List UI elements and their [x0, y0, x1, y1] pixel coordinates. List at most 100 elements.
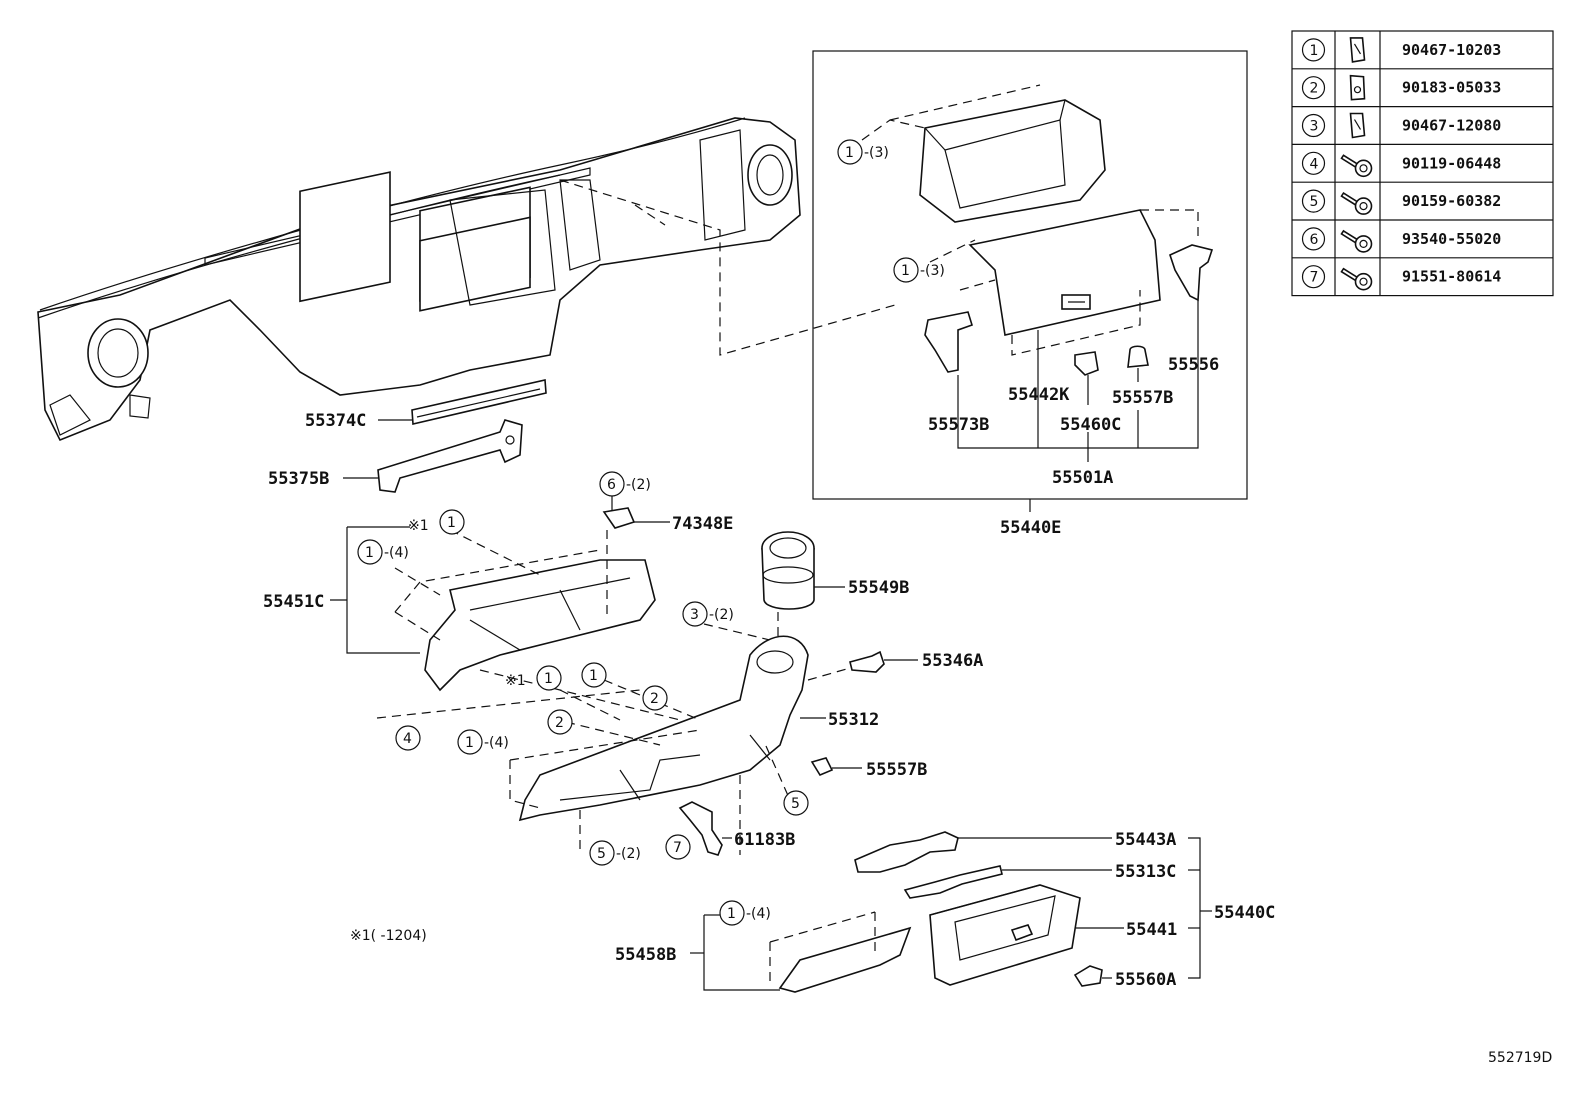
upper-compartment-drawing: [919, 99, 1106, 223]
callout-circle: [1301, 76, 1326, 100]
part-55375B-drawing: [377, 419, 523, 493]
bolt-icon: [1340, 154, 1373, 178]
hinge-left-drawing: [924, 311, 973, 373]
label-55549B: 55549B: [848, 578, 909, 598]
fastener-number: 7: [1310, 270, 1319, 286]
callout-quantity: -(4): [484, 735, 509, 751]
bracket-55313C-drawing: [903, 865, 1003, 899]
fastener-part-number: 90159-60382: [1402, 192, 1501, 210]
callout-circle: [1301, 227, 1326, 251]
latch-55560A-drawing: [1073, 965, 1103, 987]
fastener-row: 4 90119-06448: [1301, 151, 1501, 178]
fastener-part-number: 90467-12080: [1402, 117, 1501, 135]
callout-quantity: -(4): [384, 545, 409, 561]
label-55374C: 55374C: [305, 411, 366, 431]
callout-number: 4: [403, 731, 412, 747]
label-55312: 55312: [828, 710, 879, 730]
callout-number: 1: [589, 668, 598, 684]
callout-circle: [1301, 189, 1326, 213]
callout-circle: [1301, 113, 1326, 138]
label-61183B: 61183B: [734, 830, 795, 850]
label-55460C: 55460C: [1060, 415, 1121, 435]
callout-circle: [1301, 151, 1326, 175]
callout-number: 7: [673, 840, 682, 856]
lower-panel-55451C-drawing: [424, 559, 656, 692]
callout-number: 1: [447, 515, 456, 531]
panel-55458B-drawing: [778, 926, 912, 993]
footnote: ※1( -1204): [350, 928, 427, 944]
clip-55442K-drawing: [1074, 351, 1099, 376]
fastener-number: 2: [1310, 81, 1319, 97]
fastener-row: 2 90183-05033: [1301, 74, 1501, 101]
callout-number: 5: [597, 846, 606, 862]
label-55501A: 55501A: [1052, 468, 1113, 488]
fastener-part-number: 90467-10203: [1402, 41, 1501, 59]
label-55443A: 55443A: [1115, 830, 1176, 850]
fastener-part-number: 90183-05033: [1402, 79, 1501, 97]
label-55440E: 55440E: [1000, 518, 1061, 538]
fastener-part-number: 93540-55020: [1402, 230, 1501, 248]
callout-number: 1: [365, 545, 374, 561]
callout-quantity: -(2): [616, 846, 641, 862]
bracket-61183B-drawing: [678, 801, 723, 856]
clip-icon: [1349, 112, 1366, 139]
callout-circle: [893, 257, 919, 283]
callout-number: 1: [845, 145, 854, 161]
callout-circle: [1301, 265, 1326, 289]
note-mark: ※1: [408, 518, 429, 534]
label-55313C: 55313C: [1115, 862, 1176, 882]
callout-circle: [837, 139, 863, 165]
instrument-panel-drawing: [37, 117, 801, 442]
fastener-row: 6 93540-55020: [1301, 227, 1501, 253]
glove-box-55441-drawing: [929, 884, 1081, 986]
upper-door-drawing: [968, 209, 1161, 336]
fastener-number: 6: [1310, 232, 1319, 248]
cup-holder-55549B-drawing: [761, 531, 815, 610]
callout-number: 1: [901, 263, 910, 279]
label-55375B: 55375B: [268, 469, 329, 489]
label-55556: 55556: [1168, 355, 1219, 375]
fastener-part-number: 90119-06448: [1402, 154, 1501, 172]
fastener-row: 5 90159-60382: [1301, 189, 1501, 215]
callout-circle: [1301, 38, 1326, 62]
lower-finish-panel-55312-drawing: [518, 635, 809, 822]
bracket-55443A-drawing: [854, 831, 959, 873]
label-55557B-lower: 55557B: [866, 760, 927, 780]
callout-number: 2: [555, 715, 564, 731]
label-74348E: 74348E: [672, 514, 733, 534]
bumper-55557B-lower-drawing: [810, 757, 834, 777]
clip-icon: [1349, 37, 1366, 63]
callout-number: 1: [465, 735, 474, 751]
label-55560A: 55560A: [1115, 970, 1176, 990]
label-55441: 55441: [1126, 920, 1177, 940]
label-55557B-upper: 55557B: [1112, 388, 1173, 408]
label-55458B: 55458B: [615, 945, 676, 965]
callout-number: 2: [650, 691, 659, 707]
callout-number: 6: [607, 477, 616, 493]
fastener-number: 1: [1310, 43, 1319, 59]
callout-quantity: -(4): [746, 906, 771, 922]
bracket-74348E-drawing: [602, 507, 636, 529]
fastener-number: 4: [1310, 156, 1319, 172]
bolt-55346A-drawing: [849, 650, 885, 673]
bumper-55557B-upper-drawing: [1127, 345, 1149, 368]
part-55374C-drawing: [411, 379, 547, 425]
callout-quantity: -(2): [626, 477, 651, 493]
callout-number: 1: [544, 671, 553, 687]
note-mark: ※1: [505, 673, 526, 689]
fastener-number: 5: [1310, 194, 1319, 210]
bolt-icon: [1340, 192, 1373, 215]
callout-quantity: -(3): [864, 145, 889, 161]
nut-icon: [1349, 74, 1366, 101]
callout-number: 1: [727, 906, 736, 922]
fastener-part-number: 91551-80614: [1402, 268, 1501, 286]
hinge-right-drawing: [1169, 244, 1214, 302]
label-55451C: 55451C: [263, 592, 324, 612]
callout-number: 3: [690, 607, 699, 623]
bolt-icon: [1340, 267, 1373, 291]
fastener-row: 7 91551-80614: [1301, 265, 1501, 291]
label-55440C: 55440C: [1214, 903, 1275, 923]
